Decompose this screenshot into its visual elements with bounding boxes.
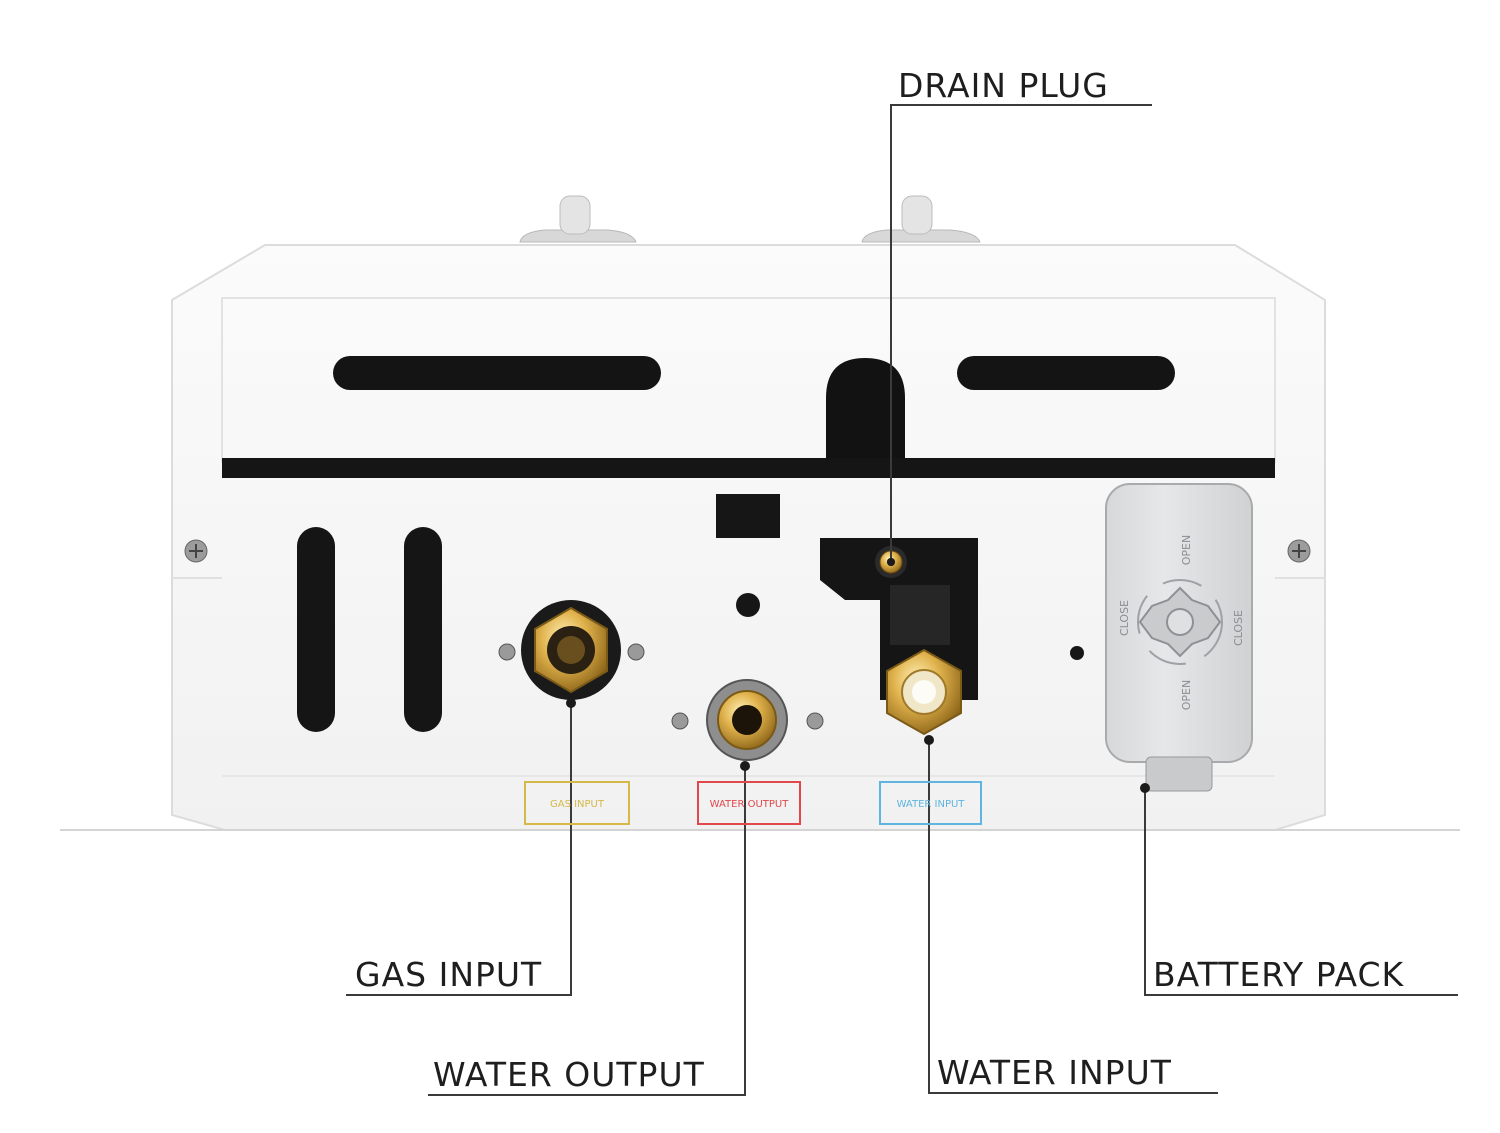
center-opening (826, 358, 905, 462)
leader-water-output (428, 766, 746, 1096)
leader-dots (566, 558, 1150, 793)
gas-input-fitting (498, 600, 645, 700)
panel-label-water-output: WATER OUTPUT (697, 781, 801, 825)
top-knob-right (861, 195, 981, 243)
cover-text-open-bottom: OPEN (1180, 680, 1193, 710)
callout-drain-plug: DRAIN PLUG (898, 66, 1109, 105)
callout-water-output: WATER OUTPUT (433, 1055, 705, 1094)
vent-vertical-1 (297, 527, 335, 732)
sensor-window (716, 494, 780, 538)
water-output-fitting (671, 679, 824, 761)
battery-cover: OPEN OPEN CLOSE CLOSE (1105, 483, 1253, 792)
screw-icon (1287, 539, 1311, 563)
body-gap (222, 458, 1275, 478)
panel-label-water-input: WATER INPUT (879, 781, 982, 825)
leader-water-input (928, 740, 1218, 1094)
vent-vertical-2 (404, 527, 442, 732)
cover-text-close-left: CLOSE (1118, 600, 1131, 636)
leader-drain-plug (890, 104, 1152, 562)
cover-text-open-top: OPEN (1180, 535, 1193, 565)
callout-gas-input: GAS INPUT (355, 955, 543, 994)
panel-label-gas-input: GAS INPUT (524, 781, 630, 825)
panel-hole-small (1070, 646, 1084, 660)
water-input-fitting (820, 538, 978, 736)
screw-icon (184, 539, 208, 563)
vent-slot-left (333, 356, 661, 390)
vent-slot-right (957, 356, 1175, 390)
callout-water-input: WATER INPUT (937, 1053, 1172, 1092)
panel-hole (736, 593, 760, 617)
rotary-latch-icon (1137, 579, 1223, 665)
leader-gas-input (346, 702, 572, 996)
leader-lines (346, 104, 1458, 1096)
cover-text-close-right: CLOSE (1232, 610, 1245, 646)
top-knob-left (519, 195, 637, 243)
leader-battery-pack (1144, 788, 1458, 996)
callout-battery-pack: BATTERY PACK (1153, 955, 1405, 994)
